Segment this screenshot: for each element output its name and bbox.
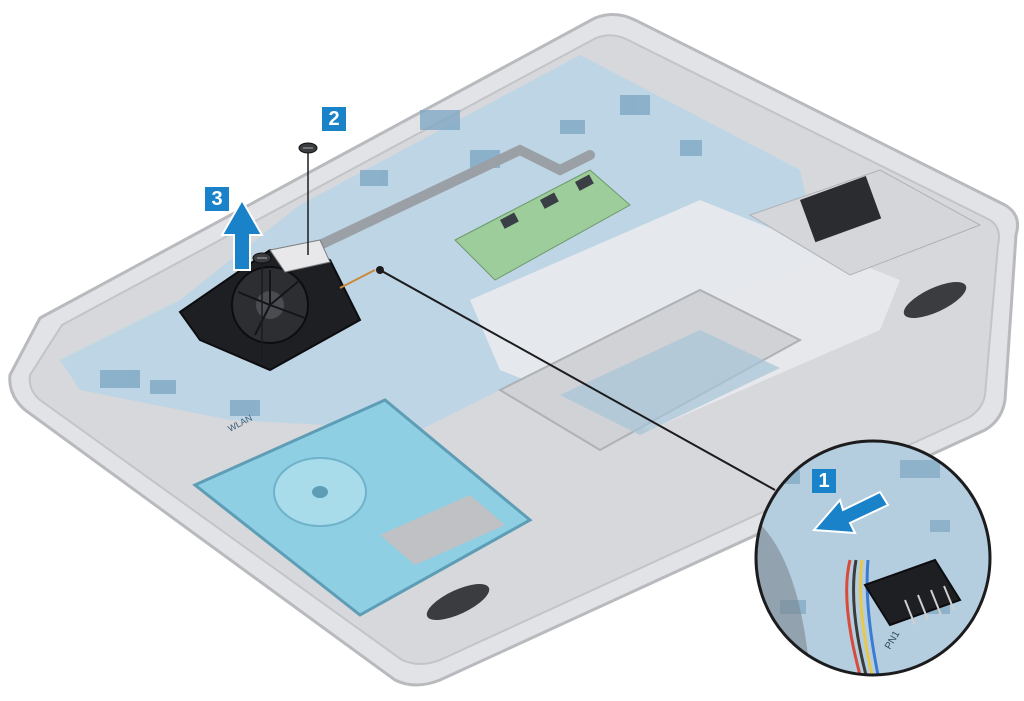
step-1-badge: 1 [812,469,836,493]
system-fan [178,239,376,372]
push-arrow-icon [811,490,890,535]
memory-module [454,169,631,281]
speakers [426,281,967,621]
step-3-badge: 3 [205,187,229,211]
connector-zoom-detail: PN1 [754,439,992,677]
heat-pipe [315,144,595,250]
lift-arrow-icon [220,197,264,271]
palmrest-area [470,169,982,452]
hard-drive [192,398,533,617]
step-2-badge: 2 [322,107,346,131]
callout-line [379,269,776,491]
screw-icon [252,142,318,360]
